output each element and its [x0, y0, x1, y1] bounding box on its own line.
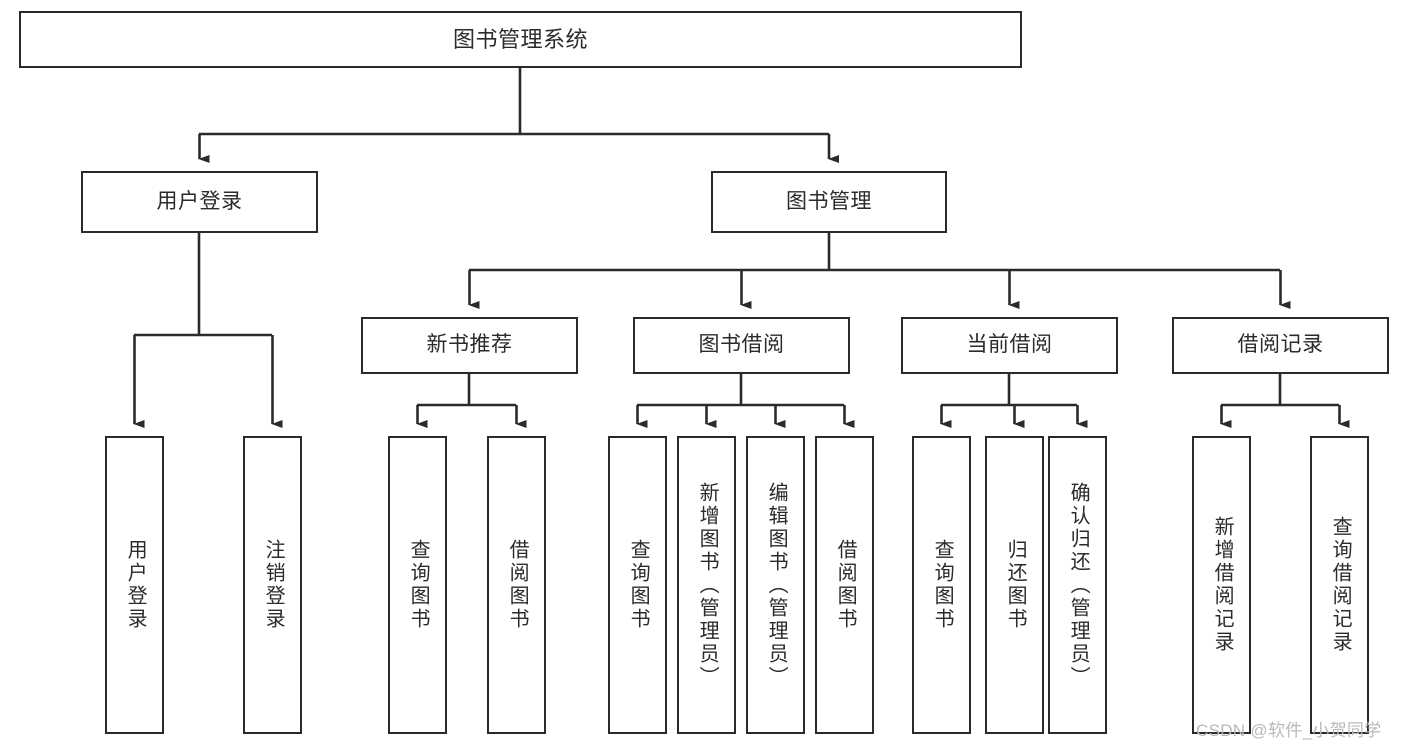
- leaf-edit-book-admin[interactable]: 编辑图书（管理员）: [746, 436, 805, 734]
- node-label: 查询图书: [931, 539, 954, 631]
- leaf-borrow-book-newbook[interactable]: 借阅图书: [487, 436, 546, 734]
- node-label: 图书管理: [786, 189, 872, 213]
- node-label: 借阅图书: [834, 539, 857, 631]
- node-label: 借阅记录: [1237, 333, 1324, 357]
- leaf-add-borrow-record[interactable]: 新增借阅记录: [1192, 436, 1251, 734]
- node-label: 用户登录: [156, 189, 243, 213]
- csdn-watermark: CSDN @软件_小贺同学: [1196, 721, 1382, 740]
- node-label: 图书借阅: [698, 333, 785, 357]
- node-label: 用户登录: [124, 539, 147, 631]
- node-label: 归还图书: [1004, 539, 1027, 631]
- leaf-user-login[interactable]: 用户登录: [105, 436, 164, 734]
- node-new-book-recommendation[interactable]: 新书推荐: [361, 317, 578, 374]
- node-label: 当前借阅: [966, 333, 1053, 357]
- leaf-add-book-admin[interactable]: 新增图书（管理员）: [677, 436, 736, 734]
- node-book-management[interactable]: 图书管理: [711, 171, 947, 233]
- node-label: 编辑图书（管理员）: [765, 481, 788, 689]
- node-label: 新增借阅记录: [1211, 516, 1234, 654]
- node-current-borrowing[interactable]: 当前借阅: [901, 317, 1118, 374]
- node-label: 查询图书: [407, 539, 430, 631]
- node-label: 新增图书（管理员）: [696, 481, 719, 689]
- leaf-confirm-return-admin[interactable]: 确认归还（管理员）: [1048, 436, 1107, 734]
- node-book-borrowing[interactable]: 图书借阅: [633, 317, 850, 374]
- node-label: 查询借阅记录: [1329, 516, 1352, 654]
- node-borrowing-record[interactable]: 借阅记录: [1172, 317, 1389, 374]
- leaf-borrow-book-borrow[interactable]: 借阅图书: [815, 436, 874, 734]
- node-root-system[interactable]: 图书管理系统: [19, 11, 1022, 68]
- node-label: 新书推荐: [426, 333, 513, 357]
- node-user-login[interactable]: 用户登录: [81, 171, 318, 233]
- node-label: 借阅图书: [506, 539, 529, 631]
- node-label: 确认归还（管理员）: [1067, 481, 1090, 689]
- leaf-query-borrow-record[interactable]: 查询借阅记录: [1310, 436, 1369, 734]
- leaf-query-book-newbook[interactable]: 查询图书: [388, 436, 447, 734]
- leaf-query-book-current[interactable]: 查询图书: [912, 436, 971, 734]
- leaf-return-book[interactable]: 归还图书: [985, 436, 1044, 734]
- node-label: 注销登录: [262, 539, 285, 631]
- leaf-logout-login[interactable]: 注销登录: [243, 436, 302, 734]
- leaf-query-book-borrow[interactable]: 查询图书: [608, 436, 667, 734]
- node-label: 查询图书: [627, 539, 650, 631]
- node-label: 图书管理系统: [452, 26, 588, 52]
